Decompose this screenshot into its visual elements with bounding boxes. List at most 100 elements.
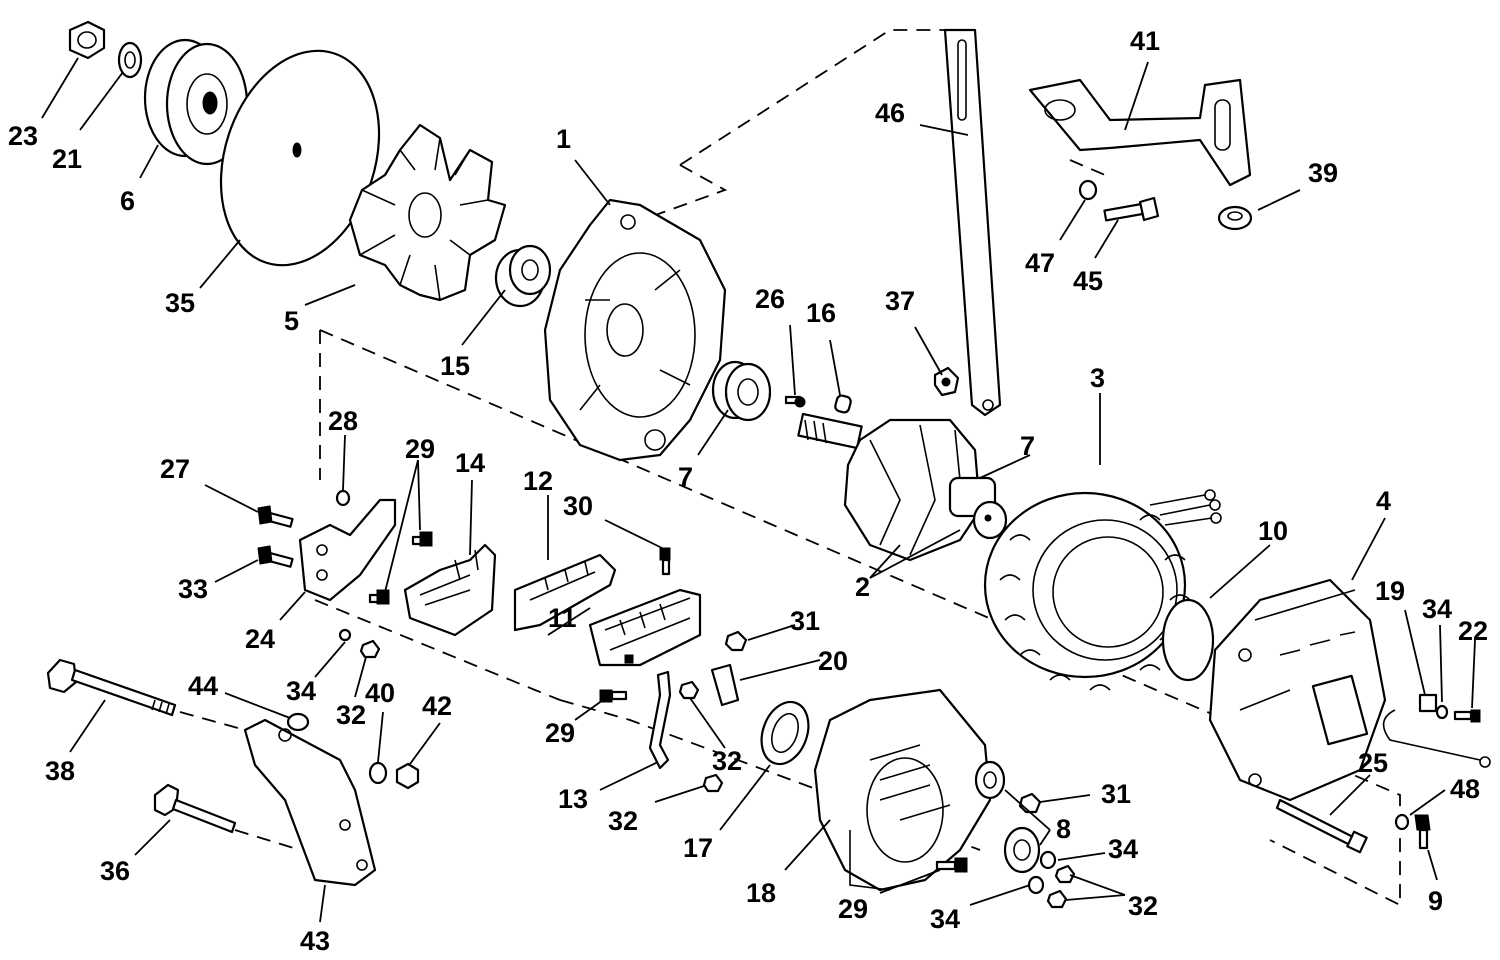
- part-19-terminal: [1382, 693, 1491, 768]
- callout-46: 46: [875, 98, 905, 128]
- part-36-bolt: [153, 783, 237, 834]
- part-29-screw-a: [411, 531, 433, 547]
- callout-32-strap: 32: [712, 746, 742, 776]
- part-42-nut: [395, 762, 420, 790]
- callout-35: 35: [165, 288, 195, 318]
- part-21-washer: [117, 41, 143, 79]
- part-29-screw-b: [368, 589, 390, 605]
- callout-8: 8: [1056, 814, 1071, 844]
- part-32-nut-left: [359, 639, 381, 659]
- part-32-nut-c: [1054, 864, 1076, 884]
- part-9-screw: [1414, 814, 1431, 850]
- callout-3: 3: [1090, 363, 1105, 393]
- part-26-screw: [784, 395, 806, 408]
- part-32-nut-d: [1046, 889, 1068, 909]
- part-10-o-ring: [1161, 598, 1215, 682]
- callout-20: 20: [818, 646, 848, 676]
- part-31-nut-upper: [724, 630, 748, 652]
- callout-15: 15: [440, 351, 470, 381]
- part-39-nut: [1217, 205, 1253, 231]
- part-44-bushing: [286, 712, 310, 732]
- callout-32-bottom: 32: [1128, 891, 1158, 921]
- part-12-diode-trio: [513, 553, 617, 632]
- callout-13: 13: [558, 784, 588, 814]
- part-48-washer: [1394, 813, 1410, 831]
- part-3-stator: [983, 489, 1222, 691]
- callout-38: 38: [45, 756, 75, 786]
- callout-21: 21: [52, 144, 82, 174]
- part-23-nut: [68, 20, 106, 60]
- leader-lines: [41, 57, 1476, 923]
- callout-32-left: 32: [336, 700, 366, 730]
- callout-43: 43: [300, 926, 330, 956]
- part-46-adjusting-strap: [943, 28, 1002, 417]
- part-20-clip: [710, 663, 740, 707]
- part-1-drive-end-frame: [543, 198, 727, 462]
- part-6-pulley: [143, 38, 249, 166]
- part-29-screw-d: [935, 857, 968, 873]
- part-17-gasket: [760, 700, 810, 766]
- callout-41: 41: [1130, 26, 1160, 56]
- part-7-bearing-front: [711, 360, 772, 422]
- part-34-washer-lower-a: [1039, 850, 1057, 870]
- callout-29-cover: 29: [838, 894, 868, 924]
- callout-16: 16: [806, 298, 836, 328]
- part-5-fan: [348, 123, 507, 302]
- callout-26: 26: [755, 284, 785, 314]
- callout-25: 25: [1358, 748, 1388, 778]
- callout-34-mid: 34: [1108, 834, 1138, 864]
- callout-22: 22: [1458, 616, 1488, 646]
- callout-10: 10: [1258, 516, 1288, 546]
- part-13-strap: [648, 670, 672, 770]
- part-8-bearing-b: [1003, 826, 1041, 874]
- callout-24: 24: [245, 624, 275, 654]
- part-32-nut-b: [702, 773, 724, 793]
- callout-40: 40: [365, 678, 395, 708]
- part-37-nut: [933, 366, 960, 397]
- callout-23: 23: [8, 121, 38, 151]
- callout-9: 9: [1428, 886, 1443, 916]
- callout-28: 28: [328, 406, 358, 436]
- alignment-dashed-lines: [179, 29, 1401, 907]
- callout-6: 6: [120, 186, 135, 216]
- callout-31-lower: 31: [1101, 779, 1131, 809]
- part-15-spacer: [494, 244, 552, 308]
- callout-11: 11: [548, 603, 577, 633]
- part-34-lockwasher-left: [338, 628, 352, 642]
- callout-34-right: 34: [1422, 594, 1452, 624]
- callout-36: 36: [100, 856, 130, 886]
- callout-7-front: 7: [678, 462, 693, 492]
- callout-7-rotor: 7: [1020, 431, 1035, 461]
- part-43-mounting-bracket: [243, 718, 377, 887]
- callout-19: 19: [1375, 576, 1405, 606]
- callout-34-bottom: 34: [930, 904, 960, 934]
- part-47-washer: [1078, 179, 1098, 201]
- part-4-slip-ring-end-frame: [1208, 578, 1387, 802]
- part-11-rectifier-bridge: [588, 588, 702, 667]
- part-14-regulator: [403, 543, 497, 637]
- part-38-bolt: [46, 658, 177, 717]
- part-30-screw: [659, 547, 671, 576]
- part-35-disc: [219, 49, 381, 267]
- part-29-screw-c: [599, 689, 628, 703]
- callout-34-left: 34: [286, 676, 316, 706]
- callout-47: 47: [1025, 248, 1055, 278]
- callout-39: 39: [1308, 158, 1338, 188]
- part-34-washer-lower-b: [1027, 875, 1045, 895]
- callout-32-lower: 32: [608, 806, 638, 836]
- part-22-screw: [1453, 709, 1481, 723]
- part-31-nut-lower: [1018, 792, 1042, 814]
- part-28-washer: [335, 489, 351, 507]
- callout-48: 48: [1450, 774, 1480, 804]
- part-2-rotor: [797, 412, 1008, 562]
- part-32-nut-a: [678, 680, 700, 700]
- part-33-screw: [257, 545, 294, 568]
- part-25-through-bolt: [1275, 798, 1368, 854]
- callout-29-rectifier: 29: [545, 718, 575, 748]
- callout-37: 37: [885, 286, 915, 316]
- part-24-brush-holder: [298, 498, 397, 602]
- callout-12: 12: [523, 466, 553, 496]
- part-45-bolt: [1103, 196, 1160, 222]
